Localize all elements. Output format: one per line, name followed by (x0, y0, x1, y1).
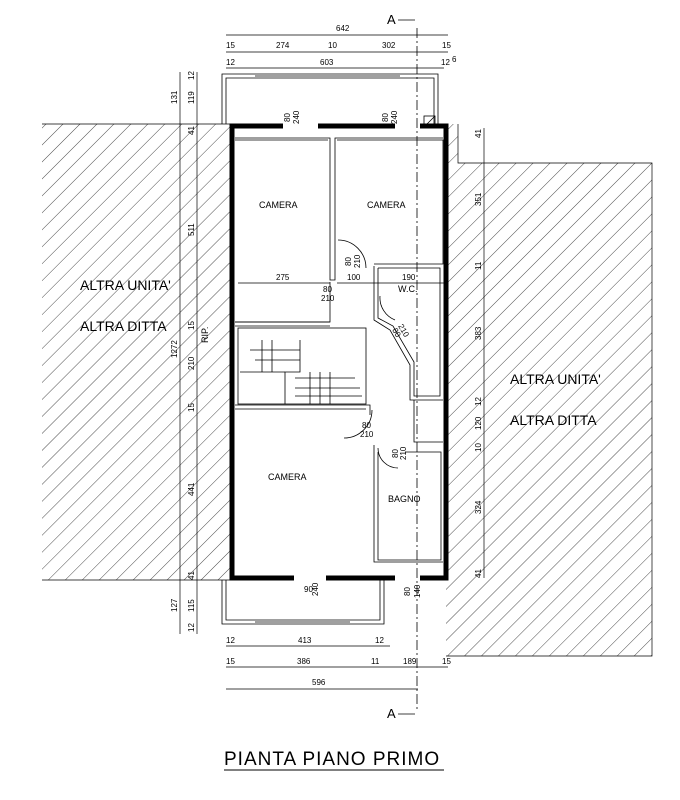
dim-inner-100: 100 (347, 273, 361, 282)
dim-left-127: 127 (170, 598, 179, 612)
door-label-4b: 210 (321, 294, 335, 303)
neighbor-right-label-2: ALTRA DITTA (510, 412, 597, 428)
dim-left-15a: 15 (187, 321, 196, 330)
door-label-2b: 240 (390, 110, 399, 124)
dim-left-15b: 15 (187, 403, 196, 412)
dim-left-210: 210 (187, 356, 196, 370)
walls (221, 73, 449, 625)
door-label-7a: 80 (391, 449, 400, 458)
dim-right-351: 351 (474, 192, 483, 206)
dim-left-511: 511 (187, 223, 196, 236)
right-dims: 41 351 11 383 12 120 10 324 41 (474, 129, 483, 578)
door-label-3a: 80 (344, 257, 353, 266)
dim-left-12b: 12 (187, 623, 196, 632)
dim-inner-190: 190 (402, 273, 416, 282)
room-label-camera-top-right: CAMERA (367, 200, 406, 210)
dim-right-324: 324 (474, 500, 483, 514)
dim-right-10: 10 (474, 443, 483, 452)
neighbor-left-label-2: ALTRA DITTA (80, 318, 167, 334)
door-label-1a: 80 (283, 113, 292, 122)
door-label-6b: 210 (360, 430, 374, 439)
room-label-wc: W.C. (398, 284, 418, 294)
neighbor-right (446, 124, 653, 657)
dimension-lines (179, 34, 485, 690)
dim-top-15a: 15 (226, 41, 235, 50)
door-label-9b: 140 (413, 584, 422, 598)
dim-top-10: 10 (328, 41, 337, 50)
door-label-9a: 80 (403, 587, 412, 596)
dim-right-11: 11 (474, 261, 483, 270)
neighbor-left (42, 123, 232, 581)
door-label-1b: 240 (292, 110, 301, 124)
dim-left-1272: 1272 (170, 340, 179, 358)
drawing-title: PIANTA PIANO PRIMO (224, 749, 440, 770)
dim-left-115: 115 (187, 599, 196, 612)
neighbor-right-label-1: ALTRA UNITA' (510, 371, 601, 387)
dim-left-131: 131 (170, 90, 179, 104)
door-label-2a: 80 (381, 113, 390, 122)
dim-bottom-15b: 15 (442, 657, 451, 666)
dim-top-12b: 12 (441, 58, 450, 67)
dim-left-41b: 41 (187, 571, 196, 580)
dim-bottom-total: 596 (312, 678, 326, 687)
door-label-4a: 80 (323, 285, 332, 294)
door-label-8a: 90 (304, 585, 313, 594)
dim-right-41b: 41 (474, 569, 483, 578)
dim-left-441: 441 (187, 482, 196, 496)
dim-left-41a: 41 (187, 126, 196, 135)
dim-top-6: 6 (452, 55, 457, 64)
dim-top-603: 603 (320, 58, 334, 67)
door-label-8b: 240 (311, 582, 320, 596)
door-label-6a: 80 (362, 421, 371, 430)
dim-bottom-12b: 12 (375, 636, 384, 645)
dim-top-302: 302 (382, 41, 396, 50)
neighbor-left-label-1: ALTRA UNITA' (80, 277, 171, 293)
section-mark-top: A (387, 12, 396, 27)
dim-top-274: 274 (276, 41, 290, 50)
stair-treads (250, 340, 362, 404)
dim-top-total: 642 (336, 24, 350, 33)
room-label-camera-bottom: CAMERA (268, 472, 307, 482)
dim-left-12a: 12 (187, 71, 196, 80)
dim-bottom-11: 11 (371, 657, 380, 666)
dim-bottom-386: 386 (297, 657, 311, 666)
dim-right-383: 383 (474, 326, 483, 340)
dim-top-15b: 15 (442, 41, 451, 50)
door-label-3b: 210 (353, 254, 362, 268)
dim-bottom-413: 413 (298, 636, 312, 645)
section-line: A A (387, 12, 418, 721)
dim-inner-275: 275 (276, 273, 290, 282)
dim-bottom-15a: 15 (226, 657, 235, 666)
section-mark-bottom: A (387, 706, 396, 721)
left-dims: 131 1272 127 119 41 511 15 210 15 441 41… (170, 71, 196, 632)
room-label-bagno: BAGNO (388, 494, 421, 504)
dim-bottom-189: 189 (403, 657, 417, 666)
dim-right-41a: 41 (474, 129, 483, 138)
dim-left-119: 119 (187, 91, 196, 104)
dim-top-12a: 12 (226, 58, 235, 67)
room-label-camera-top-left: CAMERA (259, 200, 298, 210)
room-label-rip: RIP. (200, 327, 210, 343)
dim-bottom-12a: 12 (226, 636, 235, 645)
dim-right-12: 12 (474, 397, 483, 406)
door-label-7b: 210 (399, 446, 408, 460)
dim-right-120: 120 (474, 416, 483, 430)
